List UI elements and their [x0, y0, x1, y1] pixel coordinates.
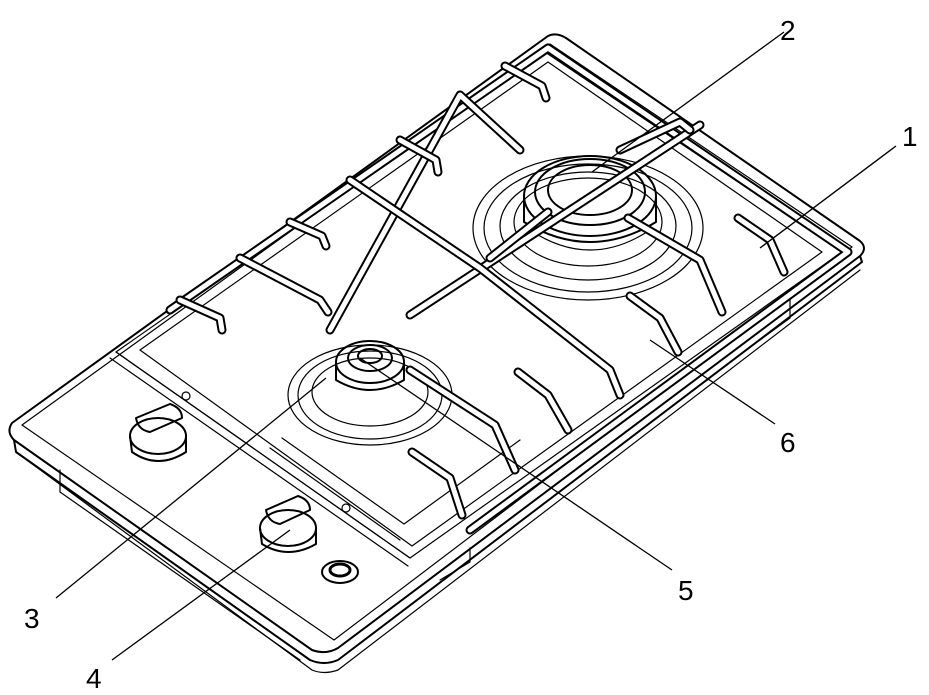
leader-line-4 — [111, 529, 291, 661]
callout-5: 5 — [678, 575, 694, 606]
callout-6: 6 — [780, 427, 796, 458]
leader-line-5 — [359, 357, 673, 571]
leader-line-3 — [55, 377, 327, 599]
burner-tray — [115, 51, 843, 559]
leader-line-2 — [591, 31, 785, 173]
pan-support-grate — [165, 43, 853, 535]
control-knob-rear[interactable] — [129, 403, 187, 462]
small-burner — [287, 340, 453, 446]
callout-4: 4 — [86, 663, 102, 694]
callout-2: 2 — [780, 15, 796, 46]
screw — [181, 391, 191, 401]
screw — [341, 503, 351, 513]
leader-line-6 — [649, 339, 776, 425]
leader-line-1 — [759, 145, 897, 249]
callout-1: 1 — [902, 121, 918, 152]
control-knob-front[interactable] — [259, 495, 317, 553]
callout-3: 3 — [24, 603, 40, 634]
ignition-button[interactable] — [321, 560, 359, 584]
large-burner — [472, 155, 704, 301]
